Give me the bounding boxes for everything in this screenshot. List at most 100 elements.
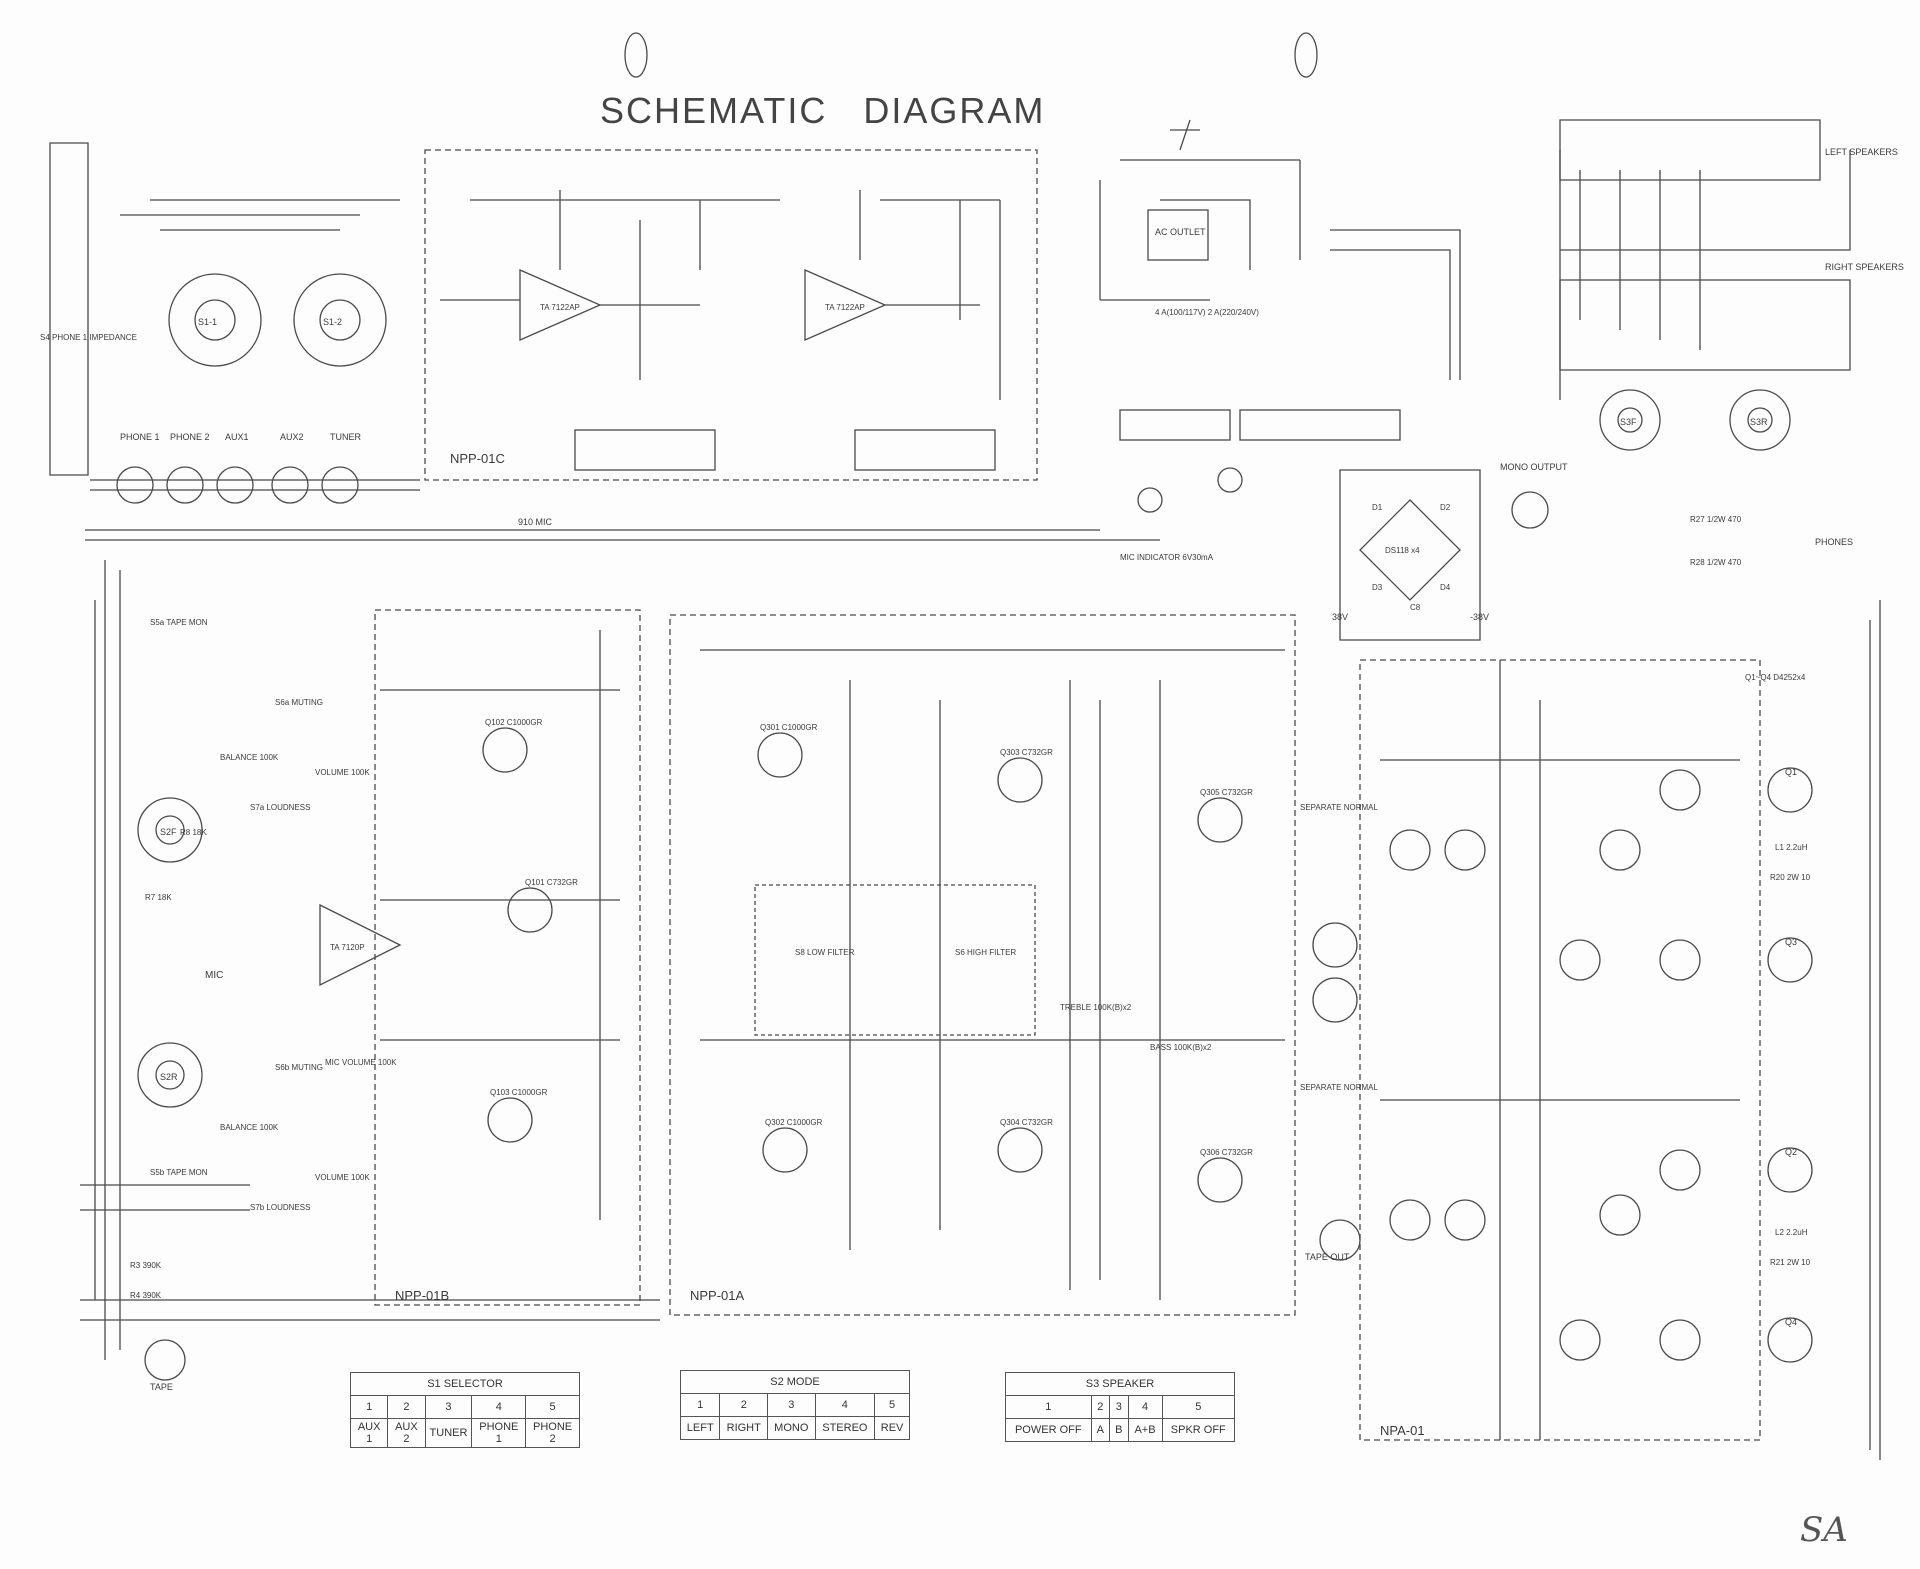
table-s3-pos: 5 xyxy=(1161,1395,1236,1419)
label-l2: L2 2.2uH xyxy=(1775,1228,1808,1237)
transistor-q103 xyxy=(487,1097,533,1143)
opamp-npp01c-left xyxy=(519,269,602,341)
label-r28: R28 1/2W 470 xyxy=(1690,558,1742,567)
transformer-primary xyxy=(1119,409,1231,441)
label-r20: R20 2W 10 xyxy=(1770,873,1811,882)
label-q302: Q302 C1000GR xyxy=(765,1118,823,1127)
label-r27: R27 1/2W 470 xyxy=(1690,515,1742,524)
table-s2-value: LEFT xyxy=(679,1416,721,1440)
label-ic1: TA 7122AP xyxy=(540,303,580,312)
transistor-q101 xyxy=(507,887,553,933)
phone-impedance-frame xyxy=(49,142,89,476)
diagram-title: SCHEMATIC DIAGRAM xyxy=(600,90,1046,131)
signature: SA xyxy=(1800,1510,1848,1550)
opamp-npp01c-right xyxy=(804,269,887,341)
label-mono-output: MONO OUTPUT xyxy=(1500,462,1568,472)
label-phones: PHONES xyxy=(1815,537,1853,547)
table-s2-value: MONO xyxy=(767,1416,816,1440)
label-mic: MIC xyxy=(205,970,223,981)
label-left-speakers: LEFT SPEAKERS xyxy=(1825,147,1898,157)
label-right-speakers: RIGHT SPEAKERS xyxy=(1825,262,1904,272)
table-s3-pos: 1 xyxy=(1005,1395,1092,1419)
table-s1-value: PHONE 2 xyxy=(525,1418,580,1448)
table-s2-caption: S2 MODE xyxy=(680,1370,910,1394)
table-s2-pos: 5 xyxy=(874,1393,910,1417)
table-s2-pos: 4 xyxy=(814,1393,876,1417)
label-mic-volume: MIC VOLUME 100K xyxy=(325,1058,397,1067)
table-s1-pos: 3 xyxy=(424,1395,473,1419)
table-s2-value: STEREO xyxy=(814,1416,876,1440)
label-q305: Q305 C732GR xyxy=(1200,788,1253,797)
label-r7: R7 18K xyxy=(145,893,172,902)
table-s2-pos: 2 xyxy=(719,1393,769,1417)
table-s1-pos: 2 xyxy=(387,1395,426,1419)
label-npp01a: NPP-01A xyxy=(690,1288,745,1303)
label-s1-1: S1-1 xyxy=(198,317,217,327)
label-aux1: AUX1 xyxy=(225,432,249,442)
label-q103: Q103 C1000GR xyxy=(490,1088,548,1097)
label-r8: R8 18K xyxy=(180,828,207,837)
label-bass: BASS 100K(B)x2 xyxy=(1150,1043,1212,1052)
selector-s1-2 xyxy=(293,273,387,367)
label-q301: Q301 C1000GR xyxy=(760,723,818,732)
label-ic3: TA 7120P xyxy=(330,943,365,952)
table-s1-value: PHONE 1 xyxy=(471,1418,527,1448)
table-s1-pos: 4 xyxy=(471,1395,527,1419)
label-phone-impedance: S4 PHONE 1 IMPEDANCE xyxy=(40,333,137,342)
mounting-hole-right xyxy=(1294,32,1318,78)
label-q-output: Q1~Q4 D4252x4 xyxy=(1745,673,1806,682)
label-volume-2: VOLUME 100K xyxy=(315,1173,370,1182)
label-s3r: S3R xyxy=(1750,417,1768,427)
label-mic-ref: 910 MIC xyxy=(518,517,553,527)
label-38v-neg: -38V xyxy=(1470,612,1489,622)
table-s1-value: TUNER xyxy=(424,1418,473,1448)
table-s1-pos: 5 xyxy=(525,1395,580,1419)
label-s2r: S2R xyxy=(160,1072,178,1082)
table-s1-pos: 1 xyxy=(349,1395,389,1419)
board-npp01c-outline xyxy=(424,149,1038,481)
label-balance: BALANCE 100K xyxy=(220,753,279,762)
label-d2: D2 xyxy=(1440,503,1451,512)
table-s1-selector: S1 SELECTOR 1 2 3 4 5 AUX 1 AUX 2 TUNER … xyxy=(349,1372,580,1448)
label-balance-2: BALANCE 100K xyxy=(220,1123,279,1132)
label-r3: R3 390K xyxy=(130,1261,162,1270)
label-s3f: S3F xyxy=(1620,417,1637,427)
table-s3-pos: 4 xyxy=(1127,1395,1163,1419)
label-phone2: PHONE 2 xyxy=(170,432,210,442)
label-d3: D3 xyxy=(1372,583,1383,592)
table-s2-value: RIGHT xyxy=(719,1416,769,1440)
table-s3-value: A+B xyxy=(1127,1418,1163,1442)
label-q101: Q101 C732GR xyxy=(525,878,578,887)
label-ic2: TA 7122AP xyxy=(825,303,865,312)
table-s3-pos: 3 xyxy=(1109,1395,1129,1419)
label-muting-2: S6b MUTING xyxy=(275,1063,323,1072)
label-tape-out: TAPE OUT xyxy=(1305,1252,1350,1262)
label-r21: R21 2W 10 xyxy=(1770,1258,1811,1267)
label-ac-outlet: AC OUTLET xyxy=(1155,227,1206,237)
label-q3: Q3 xyxy=(1785,937,1797,947)
table-s3-value: B xyxy=(1109,1418,1129,1442)
label-treble: TREBLE 100K(B)x2 xyxy=(1060,1003,1132,1012)
table-s1-value: AUX 2 xyxy=(387,1418,426,1448)
label-fuse: 4 A(100/117V) 2 A(220/240V) xyxy=(1155,308,1259,317)
board-npp01a-outline xyxy=(669,614,1296,1316)
label-s1-2: S1-2 xyxy=(323,317,342,327)
table-s1-value: AUX 1 xyxy=(349,1418,389,1448)
label-q4: Q4 xyxy=(1785,1317,1797,1327)
label-muting: S6a MUTING xyxy=(275,698,323,707)
table-s3-pos: 2 xyxy=(1090,1395,1111,1419)
label-loudness-2: S7b LOUDNESS xyxy=(250,1203,310,1212)
label-d1: D1 xyxy=(1372,503,1383,512)
label-tape: TAPE xyxy=(150,1382,173,1392)
label-tuner: TUNER xyxy=(330,432,361,442)
selector-s1-1 xyxy=(168,273,262,367)
label-npa01: NPA-01 xyxy=(1380,1423,1425,1438)
label-low-filter: S8 LOW FILTER xyxy=(795,948,855,957)
table-s2-value: REV xyxy=(874,1416,910,1440)
transformer-secondary xyxy=(1239,409,1401,441)
label-ds: DS118 x4 xyxy=(1385,546,1420,555)
table-s3-caption: S3 SPEAKER xyxy=(1005,1372,1235,1396)
label-mic-indicator: MIC INDICATOR 6V30mA xyxy=(1120,553,1214,562)
bridge-rectifier xyxy=(1359,499,1461,601)
